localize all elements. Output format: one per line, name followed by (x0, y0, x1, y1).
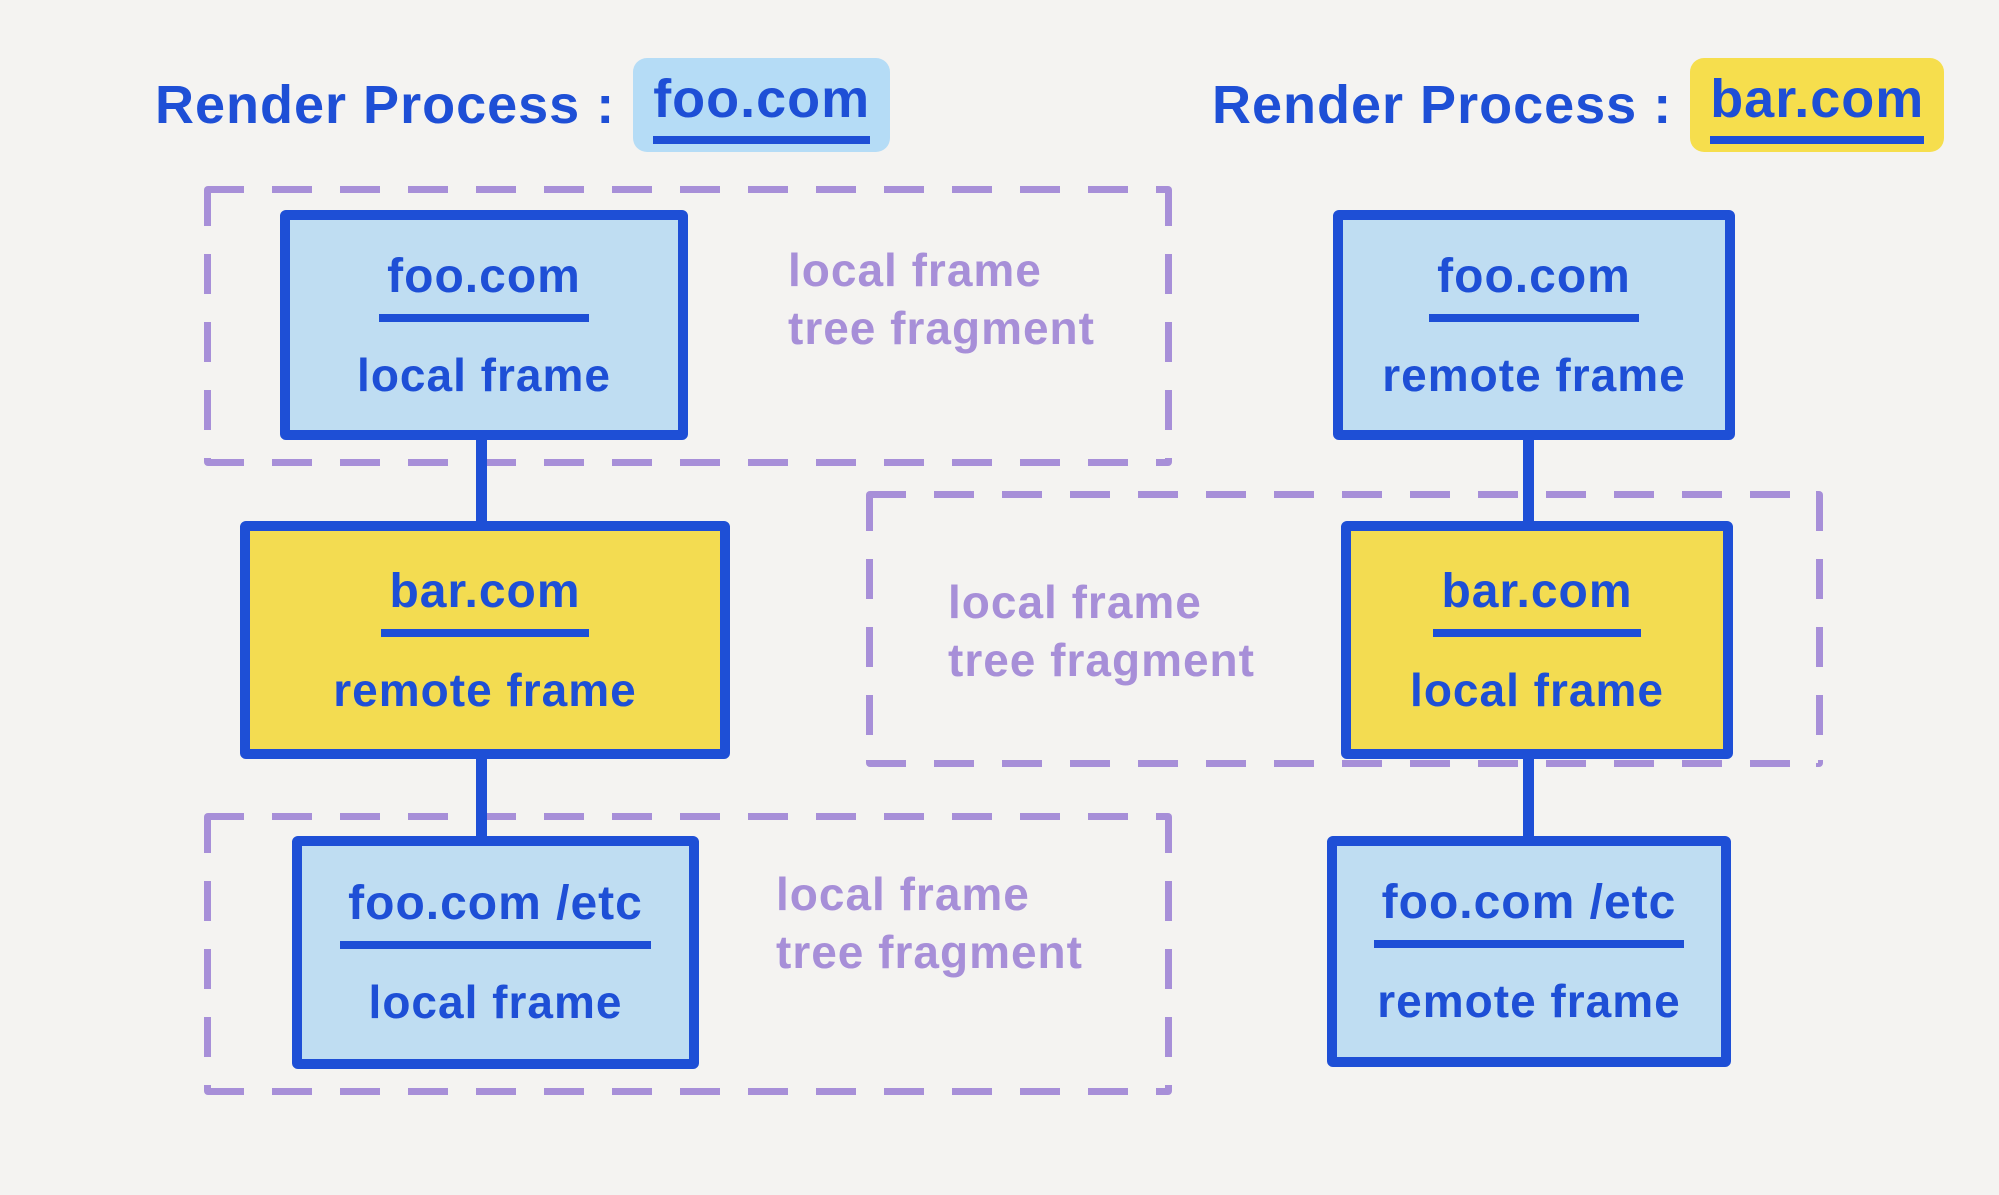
title-prefix: Render Process : (1212, 75, 1673, 135)
title-domain-foo: foo.com (653, 68, 871, 144)
title-domain-bar: bar.com (1710, 68, 1925, 144)
domain-highlight-bar: bar.com (1690, 58, 1945, 152)
node-domain: bar.com (381, 564, 589, 637)
fragment-label-top-left: local frame tree fragment (788, 242, 1095, 357)
node-foo-etc-remote-frame: foo.com /etc remote frame (1327, 836, 1731, 1067)
node-frame-type: remote frame (1377, 975, 1681, 1027)
node-frame-type: local frame (357, 348, 611, 401)
fragment-label-line1: local frame (776, 868, 1030, 920)
fragment-label-bottom-left: local frame tree fragment (776, 866, 1083, 981)
render-process-title-bar: Render Process : bar.com (1212, 58, 1945, 152)
fragment-label-line1: local frame (948, 576, 1202, 628)
fragment-label-line2: tree fragment (948, 633, 1255, 686)
node-frame-type: local frame (368, 976, 623, 1028)
fragment-label-right: local frame tree fragment (948, 574, 1255, 689)
node-frame-type: remote frame (333, 663, 637, 716)
connector-line (476, 436, 487, 528)
title-prefix: Render Process : (155, 75, 616, 135)
node-bar-local-frame: bar.com local frame (1341, 521, 1733, 759)
node-foo-local-frame: foo.com local frame (280, 210, 688, 440)
node-domain: bar.com (1433, 564, 1641, 637)
fragment-label-line1: local frame (788, 244, 1042, 296)
node-bar-remote-frame: bar.com remote frame (240, 521, 730, 759)
node-frame-type: local frame (1410, 663, 1664, 716)
connector-line (1523, 752, 1534, 844)
node-domain: foo.com /etc (1373, 875, 1685, 948)
node-frame-type: remote frame (1382, 348, 1686, 401)
connector-line (476, 752, 487, 844)
node-domain: foo.com /etc (340, 876, 651, 949)
connector-line (1523, 436, 1534, 528)
node-domain: foo.com (1429, 249, 1639, 322)
node-foo-remote-frame: foo.com remote frame (1333, 210, 1735, 440)
fragment-label-line2: tree fragment (776, 925, 1083, 978)
fragment-label-line2: tree fragment (788, 301, 1095, 354)
node-foo-etc-local-frame: foo.com /etc local frame (292, 836, 699, 1069)
node-domain: foo.com (379, 249, 589, 322)
render-process-title-foo: Render Process : foo.com (155, 58, 891, 152)
domain-highlight-foo: foo.com (633, 58, 891, 152)
